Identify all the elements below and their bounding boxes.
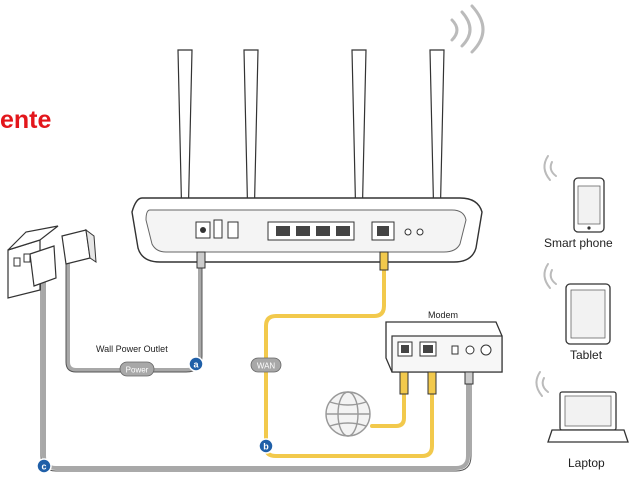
marker-c-label: c: [41, 462, 46, 472]
wan-cable: [264, 266, 434, 458]
marker-a-label: a: [193, 360, 199, 370]
modem: [385, 321, 503, 395]
smartphone-wifi-icon: [543, 155, 557, 181]
router-antennas: [177, 49, 445, 227]
modem-label: Modem: [428, 310, 459, 320]
marker-c: c: [36, 458, 52, 474]
tablet-wifi-icon: [543, 263, 557, 289]
tablet-label: Tablet: [570, 348, 603, 362]
globe-icon: [325, 391, 371, 437]
smartphone-label: Smart phone: [544, 236, 613, 250]
laptop-wifi-icon: [535, 371, 549, 397]
wan-cable-tag: WAN: [250, 357, 282, 373]
power-tag-label: Power: [126, 366, 149, 375]
page-heading: ente: [0, 106, 52, 134]
power-cable-tag: Power: [119, 361, 155, 377]
laptop-icon: [547, 391, 629, 443]
marker-a: a: [188, 356, 204, 372]
marker-b: b: [258, 438, 274, 454]
smartphone-icon: [573, 177, 605, 233]
wifi-signal-icon: [450, 4, 485, 54]
wan-tag-label: WAN: [257, 362, 276, 371]
wall-outlet-label: Wall Power Outlet: [96, 344, 168, 354]
marker-b-label: b: [263, 442, 269, 452]
laptop-label: Laptop: [568, 456, 605, 470]
router: [131, 49, 483, 271]
tablet-icon: [565, 283, 611, 345]
wall-power-outlet: [7, 225, 97, 299]
